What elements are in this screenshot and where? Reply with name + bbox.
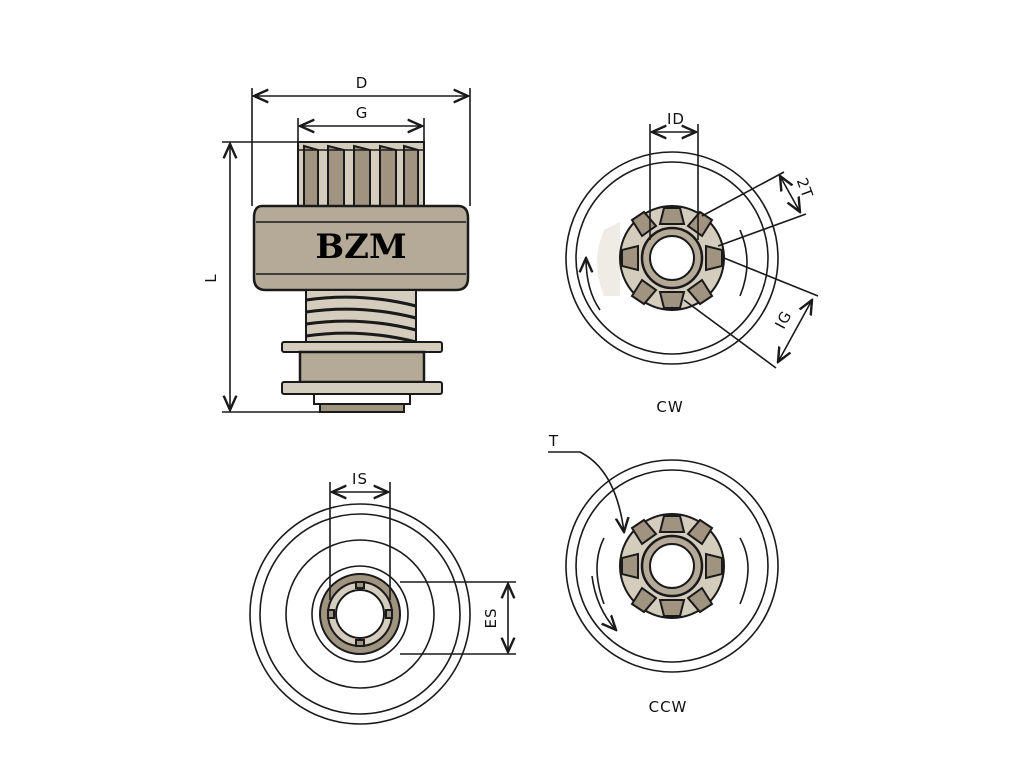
collar <box>281 341 443 353</box>
rear-view: IS ES <box>249 470 516 725</box>
label-ccw: CCW <box>649 698 688 716</box>
ccw-view: T CCW <box>548 432 779 716</box>
dimension-D: D <box>251 74 471 206</box>
ccw-pinion <box>619 513 725 619</box>
ccw-rotation-arrow <box>591 575 616 630</box>
label-L: L <box>202 273 220 282</box>
cw-view: ID 2T IG CW <box>565 110 819 416</box>
cw-rotation-arrow <box>586 258 601 311</box>
spring <box>305 289 417 344</box>
label-ES: ES <box>482 608 500 629</box>
label-IG: IG <box>771 307 795 331</box>
label-T: T <box>548 432 559 450</box>
cw-pinion <box>619 205 725 311</box>
dimension-G: G <box>297 104 425 142</box>
side-view: BZM D G <box>202 74 471 413</box>
label-G: G <box>356 104 369 122</box>
clutch-housing <box>252 204 470 292</box>
label-2T: 2T <box>793 175 817 201</box>
label-IS: IS <box>352 470 368 488</box>
spline-teeth <box>327 581 393 647</box>
dimension-T: T <box>548 432 624 532</box>
dimension-ID: ID <box>649 110 699 240</box>
brand-logo: BZM <box>315 227 406 267</box>
label-cw: CW <box>656 398 683 416</box>
dimension-ES: ES <box>400 581 516 655</box>
label-ID: ID <box>667 110 685 128</box>
pinion-gear <box>297 141 425 211</box>
dimension-IS: IS <box>329 470 391 600</box>
dimension-L: L <box>202 141 320 413</box>
label-D: D <box>356 74 369 92</box>
